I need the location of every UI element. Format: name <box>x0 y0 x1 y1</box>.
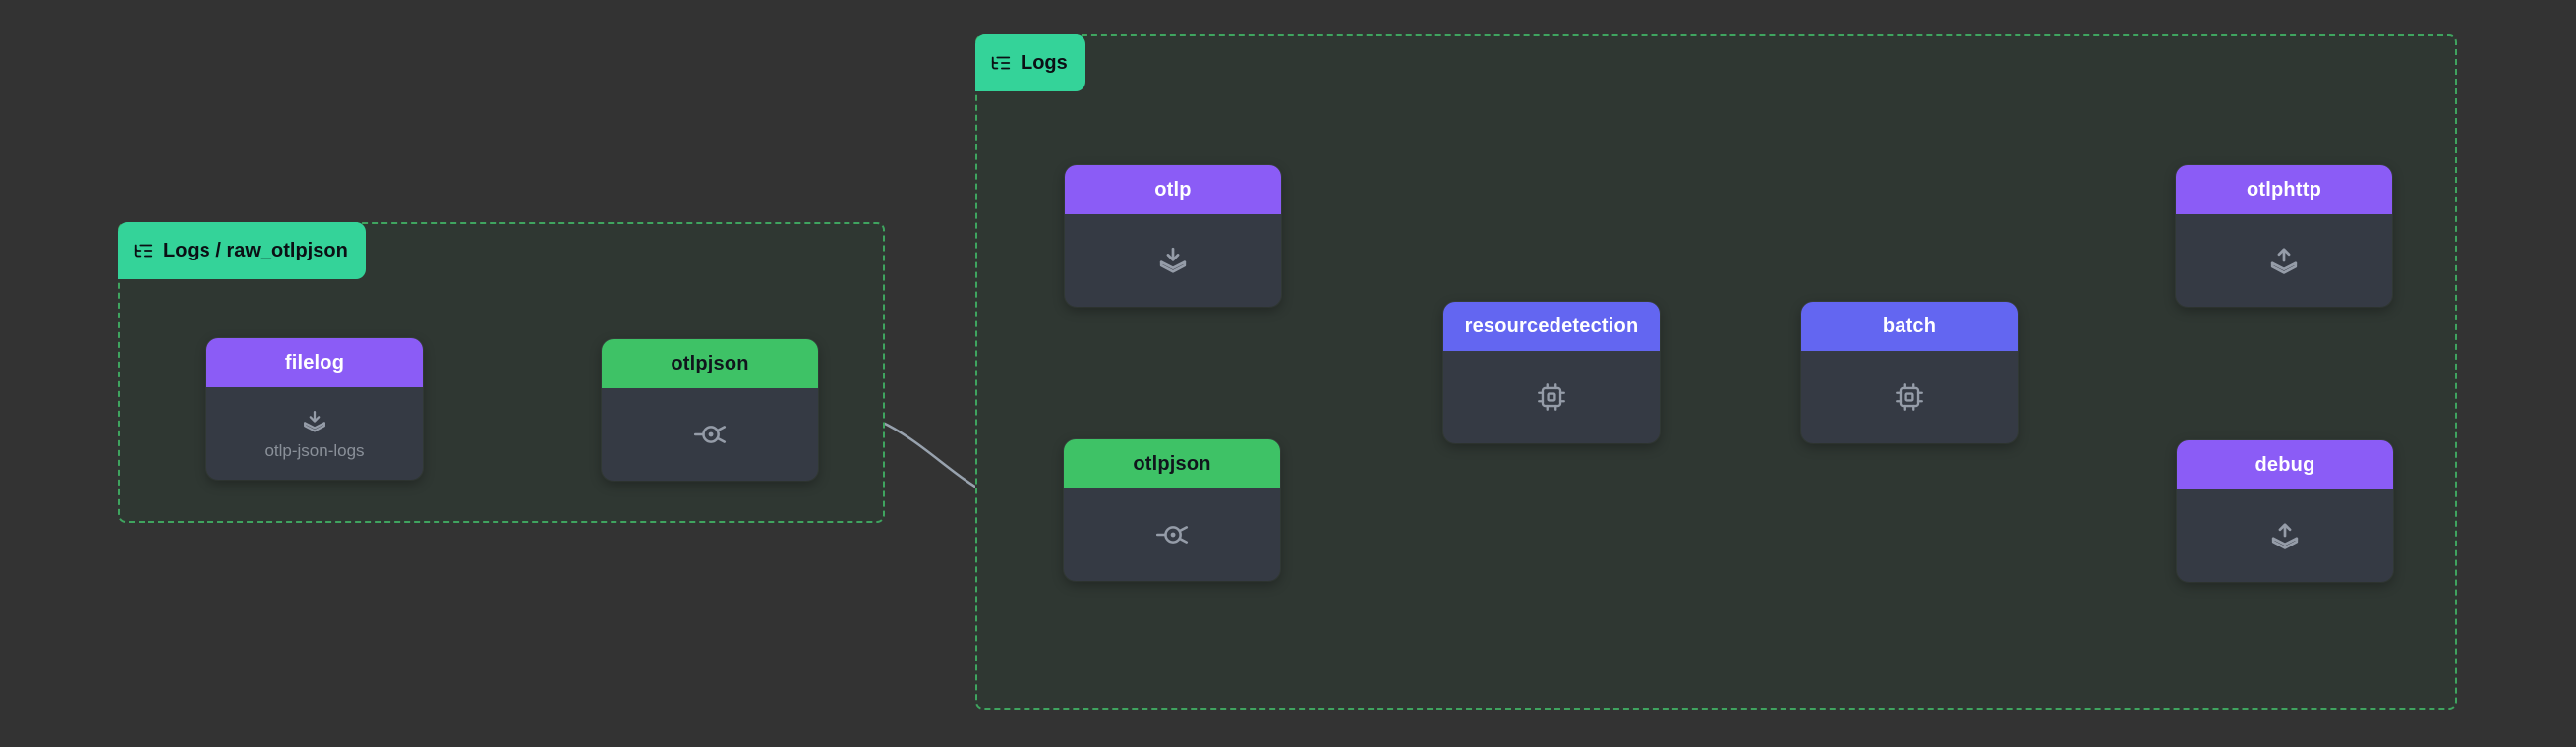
receiver-icon <box>304 410 325 431</box>
node-receiver-filelog[interactable]: filelog otlp-json-logs <box>206 338 423 480</box>
node-title: otlp <box>1065 165 1281 214</box>
node-connector-otlpjson-raw[interactable]: otlpjson <box>602 339 818 481</box>
processor-icon <box>1896 383 1923 411</box>
receiver-icon <box>1159 247 1187 273</box>
node-title: otlpjson <box>1064 439 1280 488</box>
list-tree-icon <box>991 56 1011 70</box>
node-subtitle: otlp-json-logs <box>264 440 365 460</box>
pipeline-group-label: Logs <box>1021 51 1068 74</box>
pipeline-group-logs: Logs <box>975 34 2457 710</box>
node-title: debug <box>2177 440 2393 489</box>
node-exporter-otlphttp[interactable]: otlphttp <box>2176 165 2392 307</box>
pipeline-group-label: Logs / raw_otlpjson <box>163 239 348 261</box>
exporter-icon <box>2270 248 2298 274</box>
node-title: batch <box>1801 302 2018 351</box>
node-connector-otlpjson-logs[interactable]: otlpjson <box>1064 439 1280 581</box>
connector-icon <box>1155 526 1189 544</box>
node-title: otlphttp <box>2176 165 2392 214</box>
node-receiver-otlp[interactable]: otlp <box>1065 165 1281 307</box>
node-title: otlpjson <box>602 339 818 388</box>
node-processor-resourcedetection[interactable]: resourcedetection <box>1443 302 1660 443</box>
pipeline-group-badge: Logs / raw_otlpjson <box>118 222 366 279</box>
node-processor-batch[interactable]: batch <box>1801 302 2018 443</box>
node-exporter-debug[interactable]: debug <box>2177 440 2393 582</box>
processor-icon <box>1538 383 1565 411</box>
connector-icon <box>693 426 727 443</box>
node-title: resourcedetection <box>1443 302 1660 351</box>
pipeline-group-badge: Logs <box>975 34 1085 91</box>
list-tree-icon <box>134 244 153 258</box>
exporter-icon <box>2271 523 2299 549</box>
node-title: filelog <box>206 338 423 387</box>
